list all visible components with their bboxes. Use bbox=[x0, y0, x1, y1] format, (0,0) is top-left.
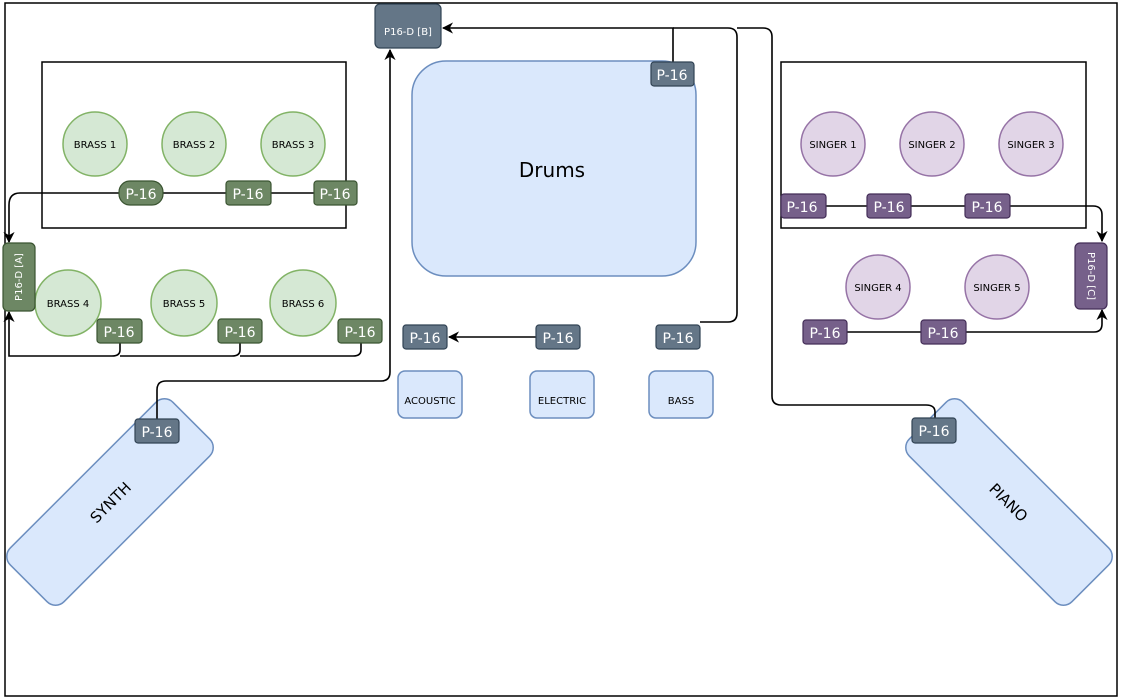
p16-acoustic: P-16 bbox=[402, 324, 448, 350]
p16-singer-3: P-16 bbox=[964, 193, 1011, 219]
p16-singer-2: P-16 bbox=[866, 193, 912, 219]
p16-label: P-16 bbox=[344, 325, 375, 341]
p16-label: P-16 bbox=[662, 331, 693, 347]
singer-5: SINGER 5 bbox=[964, 254, 1030, 320]
hub-c: P16-D [C] bbox=[1074, 242, 1108, 310]
brass-2-label: BRASS 2 bbox=[173, 140, 215, 151]
singer-4-label: SINGER 4 bbox=[854, 283, 901, 294]
singer-3-label: SINGER 3 bbox=[1007, 140, 1054, 151]
stage-border bbox=[4, 2, 1118, 697]
p16-singer-5: P-16 bbox=[920, 319, 967, 345]
drums-label: Drums bbox=[519, 158, 585, 182]
hub-b: P16-D [B] bbox=[374, 3, 442, 49]
p16-label: P-16 bbox=[786, 200, 817, 216]
singer-1: SINGER 1 bbox=[800, 111, 866, 177]
p16-label: P-16 bbox=[971, 200, 1002, 216]
electric-amp: ELECTRIC bbox=[529, 370, 595, 419]
p16-drums: P-16 bbox=[650, 61, 695, 87]
hub-a: P16-D [A] bbox=[2, 242, 36, 312]
hub-b-label: P16-D [B] bbox=[384, 27, 432, 38]
p16-brass-6: P-16 bbox=[337, 318, 383, 344]
p16-singer-1: P-16 bbox=[780, 193, 827, 219]
p16-brass-5: P-16 bbox=[217, 318, 263, 344]
p16-brass-2: P-16 bbox=[225, 180, 272, 206]
p16-piano: P-16 bbox=[911, 417, 957, 444]
p16-label: P-16 bbox=[232, 187, 263, 203]
singer-2: SINGER 2 bbox=[899, 111, 965, 177]
p16-label: P-16 bbox=[125, 187, 156, 203]
p16-label: P-16 bbox=[927, 326, 958, 342]
p16-electric: P-16 bbox=[535, 324, 581, 350]
drums-riser bbox=[411, 60, 697, 277]
brass-6-label: BRASS 6 bbox=[282, 299, 324, 310]
singer-5-label: SINGER 5 bbox=[973, 283, 1020, 294]
brass-3-label: BRASS 3 bbox=[272, 140, 314, 151]
acoustic-amp: ACOUSTIC bbox=[397, 370, 463, 419]
brass-3: BRASS 3 bbox=[260, 111, 326, 177]
synth-keyboard: SYNTH bbox=[6, 398, 214, 606]
p16-label: P-16 bbox=[656, 68, 687, 84]
brass-group-box bbox=[41, 61, 347, 229]
p16-label: P-16 bbox=[873, 200, 904, 216]
p16-label: P-16 bbox=[809, 326, 840, 342]
singer-2-label: SINGER 2 bbox=[908, 140, 955, 151]
singer-1-label: SINGER 1 bbox=[809, 140, 856, 151]
brass-2: BRASS 2 bbox=[161, 111, 227, 177]
brass-6: BRASS 6 bbox=[269, 269, 337, 337]
p16-label: P-16 bbox=[141, 425, 172, 441]
p16-label: P-16 bbox=[542, 331, 573, 347]
p16-brass-3: P-16 bbox=[313, 180, 358, 206]
p16-label: P-16 bbox=[224, 325, 255, 341]
brass-4-label: BRASS 4 bbox=[47, 299, 89, 310]
brass-5-label: BRASS 5 bbox=[163, 299, 205, 310]
electric-label: ELECTRIC bbox=[538, 396, 586, 407]
p16-brass-1: P-16 bbox=[118, 180, 164, 206]
singer-group-box bbox=[780, 61, 1087, 229]
brass-4: BRASS 4 bbox=[34, 269, 102, 337]
p16-singer-4: P-16 bbox=[802, 319, 848, 345]
p16-brass-4: P-16 bbox=[96, 318, 143, 344]
singer-3: SINGER 3 bbox=[998, 111, 1064, 177]
p16-label: P-16 bbox=[103, 325, 134, 341]
hub-c-label: P16-D [C] bbox=[1085, 252, 1096, 300]
acoustic-label: ACOUSTIC bbox=[404, 396, 455, 407]
bass-label: BASS bbox=[668, 396, 694, 407]
brass-1: BRASS 1 bbox=[62, 111, 128, 177]
brass-1-label: BRASS 1 bbox=[74, 140, 116, 151]
piano-keyboard: PIANO bbox=[905, 398, 1113, 606]
p16-label: P-16 bbox=[319, 187, 350, 203]
bass-amp: BASS bbox=[648, 370, 714, 419]
p16-synth: P-16 bbox=[134, 418, 180, 444]
p16-label: P-16 bbox=[918, 424, 949, 440]
p16-label: P-16 bbox=[409, 331, 440, 347]
p16-bass: P-16 bbox=[655, 324, 701, 350]
hub-a-label: P16-D [A] bbox=[14, 253, 25, 301]
singer-4: SINGER 4 bbox=[845, 254, 911, 320]
cables bbox=[9, 22, 1102, 419]
brass-5: BRASS 5 bbox=[150, 269, 218, 337]
